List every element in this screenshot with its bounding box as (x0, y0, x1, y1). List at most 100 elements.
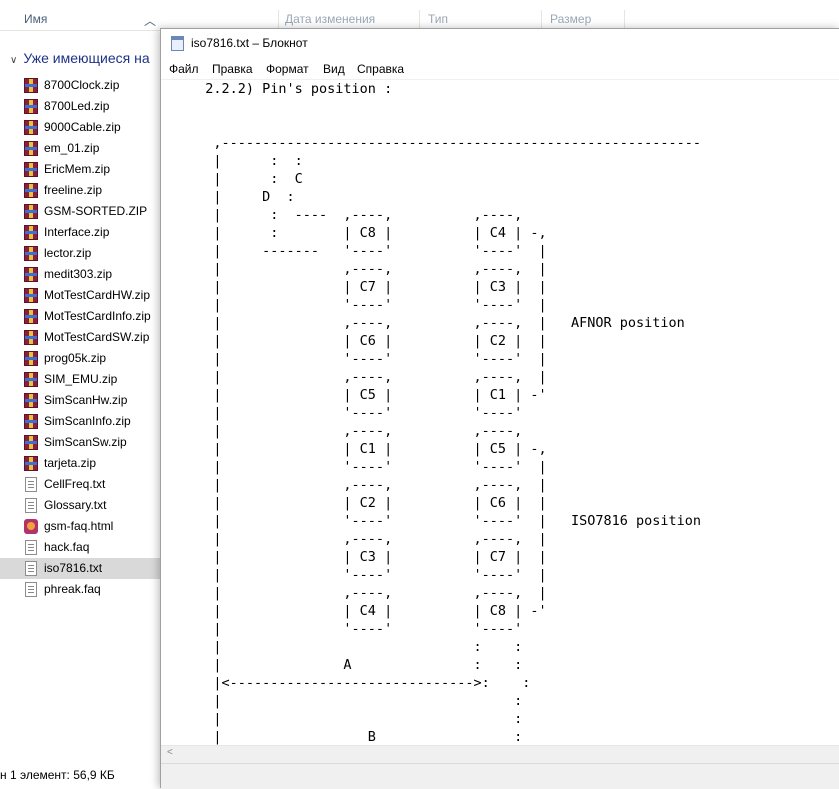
file-name: SIM_EMU.zip (44, 372, 118, 386)
column-divider[interactable] (541, 10, 542, 30)
zip-archive-icon (24, 309, 38, 324)
file-name: CellFreq.txt (44, 477, 106, 491)
file-list-item[interactable]: 8700Clock.zip (0, 75, 160, 96)
scroll-left-icon[interactable]: < (167, 747, 173, 758)
file-name: freeline.zip (44, 183, 103, 197)
file-name: hack.faq (44, 540, 90, 554)
file-list-item[interactable]: MotTestCardSW.zip (0, 327, 160, 348)
menu-bar: Файл Правка Формат Вид Справка (161, 59, 839, 79)
file-list-item[interactable]: SimScanInfo.zip (0, 411, 160, 432)
chevron-down-icon[interactable]: ∨ (10, 55, 18, 66)
file-name: GSM-SORTED.ZIP (44, 204, 148, 218)
file-list-item[interactable]: EricMem.zip (0, 159, 160, 180)
horizontal-scrollbar[interactable]: < (161, 745, 839, 763)
file-name: MotTestCardSW.zip (44, 330, 150, 344)
zip-archive-icon (24, 120, 38, 135)
text-file-icon (25, 582, 37, 597)
zip-archive-icon (24, 330, 38, 345)
zip-archive-icon (24, 456, 38, 471)
file-name: SimScanInfo.zip (44, 414, 131, 428)
column-header-date[interactable]: Дата изменения (285, 12, 376, 26)
file-name: MotTestCardInfo.zip (44, 309, 151, 323)
file-name: em_01.zip (44, 141, 100, 155)
zip-archive-icon (24, 267, 38, 282)
file-list-item[interactable]: iso7816.txt (0, 558, 160, 579)
file-list-item[interactable]: SIM_EMU.zip (0, 369, 160, 390)
zip-archive-icon (24, 351, 38, 366)
zip-archive-icon (24, 225, 38, 240)
text-file-icon (25, 540, 37, 555)
file-name: lector.zip (44, 246, 92, 260)
file-list-item[interactable]: prog05k.zip (0, 348, 160, 369)
file-name: iso7816.txt (44, 561, 103, 575)
file-name: 8700Clock.zip (44, 78, 120, 92)
file-name: SimScanSw.zip (44, 435, 127, 449)
menu-format[interactable]: Формат (266, 62, 309, 76)
file-list-item[interactable]: freeline.zip (0, 180, 160, 201)
title-bar[interactable]: iso7816.txt – Блокнот (161, 29, 839, 59)
file-name: tarjeta.zip (44, 456, 97, 470)
file-name: Glossary.txt (44, 498, 107, 512)
sort-up-icon: ︿ (144, 14, 157, 28)
column-header-size[interactable]: Размер (550, 12, 592, 26)
file-list-item[interactable]: MotTestCardHW.zip (0, 285, 160, 306)
file-name: SimScanHw.zip (44, 393, 128, 407)
file-list: 8700Clock.zip 8700Led.zip 9000Cable.zip em_… (0, 75, 160, 600)
file-name: MotTestCardHW.zip (44, 288, 151, 302)
zip-archive-icon (24, 141, 38, 156)
file-list-item[interactable]: em_01.zip (0, 138, 160, 159)
zip-archive-icon (24, 393, 38, 408)
notepad-icon (171, 36, 184, 51)
text-editor-area[interactable]: 2.2.2) Pin's position : ,---------------… (161, 79, 839, 746)
file-name: medit303.zip (44, 267, 113, 281)
text-file-icon (25, 498, 37, 513)
zip-archive-icon (24, 78, 38, 93)
zip-archive-icon (24, 99, 38, 114)
file-name: gsm-faq.html (44, 519, 114, 533)
menu-file[interactable]: Файл (169, 62, 199, 76)
file-list-item[interactable]: lector.zip (0, 243, 160, 264)
file-list-item[interactable]: CellFreq.txt (0, 474, 160, 495)
column-header-type[interactable]: Тип (428, 12, 449, 26)
file-name: EricMem.zip (44, 162, 111, 176)
file-list-item[interactable]: GSM-SORTED.ZIP (0, 201, 160, 222)
file-list-item[interactable]: 9000Cable.zip (0, 117, 160, 138)
column-divider[interactable] (419, 10, 420, 30)
file-list-item[interactable]: Glossary.txt (0, 495, 160, 516)
file-list-item[interactable]: medit303.zip (0, 264, 160, 285)
file-name: Interface.zip (44, 225, 110, 239)
menu-edit[interactable]: Правка (212, 62, 253, 76)
file-list-item[interactable]: hack.faq (0, 537, 160, 558)
text-file-icon (25, 477, 37, 492)
column-divider[interactable] (278, 10, 279, 30)
file-name: 8700Led.zip (44, 99, 110, 113)
notepad-window[interactable]: iso7816.txt – Блокнот Файл Правка Формат… (160, 28, 839, 789)
zip-archive-icon (24, 204, 38, 219)
file-list-item[interactable]: SimScanHw.zip (0, 390, 160, 411)
zip-archive-icon (24, 162, 38, 177)
text-file-icon (25, 561, 37, 576)
file-list-item[interactable]: SimScanSw.zip (0, 432, 160, 453)
group-label: Уже имеющиеся на (23, 50, 150, 66)
group-header[interactable]: ∨ Уже имеющиеся на (10, 50, 150, 66)
file-list-item[interactable]: gsm-faq.html (0, 516, 160, 537)
column-divider[interactable] (624, 10, 625, 30)
zip-archive-icon (24, 183, 38, 198)
zip-archive-icon (24, 246, 38, 261)
file-list-item[interactable]: Interface.zip (0, 222, 160, 243)
file-list-item[interactable]: 8700Led.zip (0, 96, 160, 117)
file-list-item[interactable]: tarjeta.zip (0, 453, 160, 474)
zip-archive-icon (24, 414, 38, 429)
notepad-status-bar (161, 763, 839, 789)
file-name: prog05k.zip (44, 351, 107, 365)
file-name: phreak.faq (44, 582, 101, 596)
zip-archive-icon (24, 288, 38, 303)
file-list-item[interactable]: MotTestCardInfo.zip (0, 306, 160, 327)
menu-view[interactable]: Вид (323, 62, 345, 76)
column-header-name[interactable]: Имя (24, 12, 48, 26)
html-file-icon (24, 519, 38, 534)
document-text[interactable]: 2.2.2) Pin's position : ,---------------… (205, 81, 702, 745)
file-list-item[interactable]: phreak.faq (0, 579, 160, 600)
window-title: iso7816.txt – Блокнот (191, 36, 308, 50)
menu-help[interactable]: Справка (357, 62, 405, 76)
